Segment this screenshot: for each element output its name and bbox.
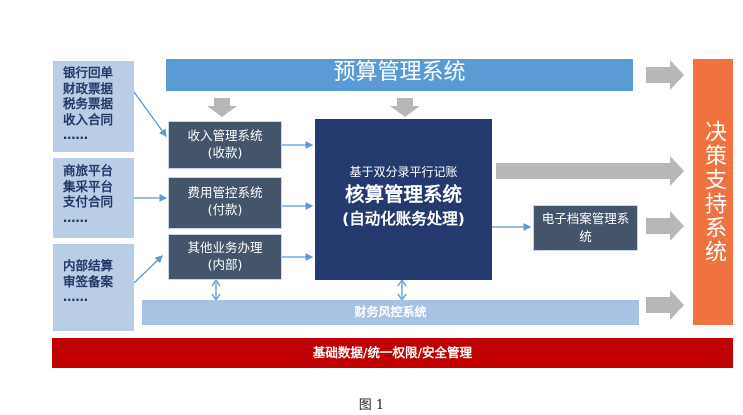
source-box-travel-procurement: 商旅平台 集采平台 支付合同 …… bbox=[53, 158, 134, 238]
source-connectors bbox=[133, 91, 168, 284]
figure-caption-text: 图 1 bbox=[358, 398, 385, 413]
risk-connectors bbox=[211, 278, 407, 302]
core-note: (自动化账务处理) bbox=[342, 210, 465, 228]
source-line: …… bbox=[63, 289, 88, 304]
module-sub: (内部) bbox=[207, 257, 243, 272]
source-box-bank-finance-tax: 银行回单 财政票据 税务票据 收入合同 …… bbox=[53, 61, 134, 152]
core-accounting-box: 基于双分录平行记账 核算管理系统 (自动化账务处理) bbox=[315, 119, 492, 280]
source-line: 商旅平台 bbox=[63, 163, 114, 178]
source-line: 税务票据 bbox=[63, 96, 114, 111]
source-line: 集采平台 bbox=[63, 178, 114, 194]
expense-control-box: 费用管控系统 (付款) bbox=[168, 177, 282, 229]
source-line: 财政票据 bbox=[63, 80, 114, 96]
risk-control-label: 财务风控系统 bbox=[354, 305, 427, 319]
source-line: 银行回单 bbox=[63, 65, 114, 80]
budget-down-arrows bbox=[207, 98, 420, 117]
electronic-archive-box: 电子档案管理系统 bbox=[533, 205, 638, 251]
module-title: 其他业务办理 bbox=[187, 240, 263, 255]
module-sub: (收款) bbox=[207, 145, 243, 160]
source-line: 支付合同 bbox=[63, 194, 114, 209]
decision-right-arrows bbox=[496, 60, 684, 320]
module-sub: (付款) bbox=[207, 202, 243, 217]
module-title: 费用管控系统 bbox=[187, 185, 263, 200]
module-core-connectors bbox=[282, 141, 532, 261]
figure-caption: 图 1 bbox=[0, 394, 743, 413]
income-management-box: 收入管理系统 (收款) bbox=[168, 121, 282, 169]
source-line: …… bbox=[63, 209, 88, 225]
decision-support-label: 决策支持系统 bbox=[701, 120, 726, 264]
source-line: 收入合同 bbox=[63, 111, 114, 127]
budget-system-bar: 预算管理系统 bbox=[166, 59, 633, 91]
decision-support-bar: 决策支持系统 bbox=[693, 59, 733, 325]
base-infrastructure-bar: 基础数据/统一权限/安全管理 bbox=[52, 338, 733, 368]
core-subtitle: 基于双分录平行记账 bbox=[349, 165, 458, 179]
risk-control-bar: 财务风控系统 bbox=[142, 300, 639, 325]
archive-label: 电子档案管理系统 bbox=[541, 211, 630, 244]
source-line: 审签备案 bbox=[63, 273, 114, 289]
source-box-internal-settlement: 内部结算 审签备案 …… bbox=[53, 244, 134, 331]
source-line: …… bbox=[63, 127, 88, 142]
module-title: 收入管理系统 bbox=[187, 128, 263, 143]
budget-system-label: 预算管理系统 bbox=[333, 60, 466, 85]
core-title: 核算管理系统 bbox=[344, 183, 462, 206]
base-infrastructure-label: 基础数据/统一权限/安全管理 bbox=[312, 345, 473, 360]
other-business-box: 其他业务办理 (内部) bbox=[168, 234, 282, 280]
source-line: 内部结算 bbox=[63, 258, 114, 273]
